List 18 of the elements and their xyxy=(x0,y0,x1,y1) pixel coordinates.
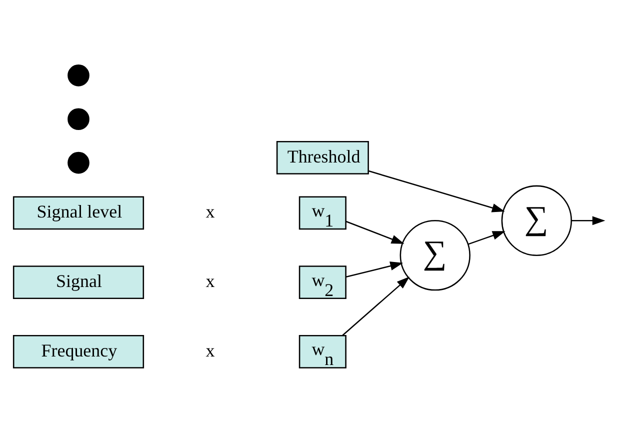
node-circle xyxy=(68,108,90,130)
arrow xyxy=(468,231,506,245)
arrow xyxy=(346,220,404,244)
node-circle xyxy=(68,152,90,174)
node-box: Threshold xyxy=(276,140,369,174)
node-circle: ∑ xyxy=(501,185,572,256)
label: x xyxy=(206,340,215,360)
arrow xyxy=(571,216,606,226)
arrow xyxy=(368,170,505,212)
node-box: Signal level xyxy=(12,196,144,230)
node-circle: ∑ xyxy=(400,220,470,291)
label: x xyxy=(206,202,215,222)
label: x xyxy=(206,271,215,292)
node-box: Frequency xyxy=(12,335,144,368)
arrow xyxy=(346,262,404,278)
node-circle xyxy=(68,64,90,86)
arrow xyxy=(342,276,410,336)
node-box: Signal xyxy=(12,266,144,300)
